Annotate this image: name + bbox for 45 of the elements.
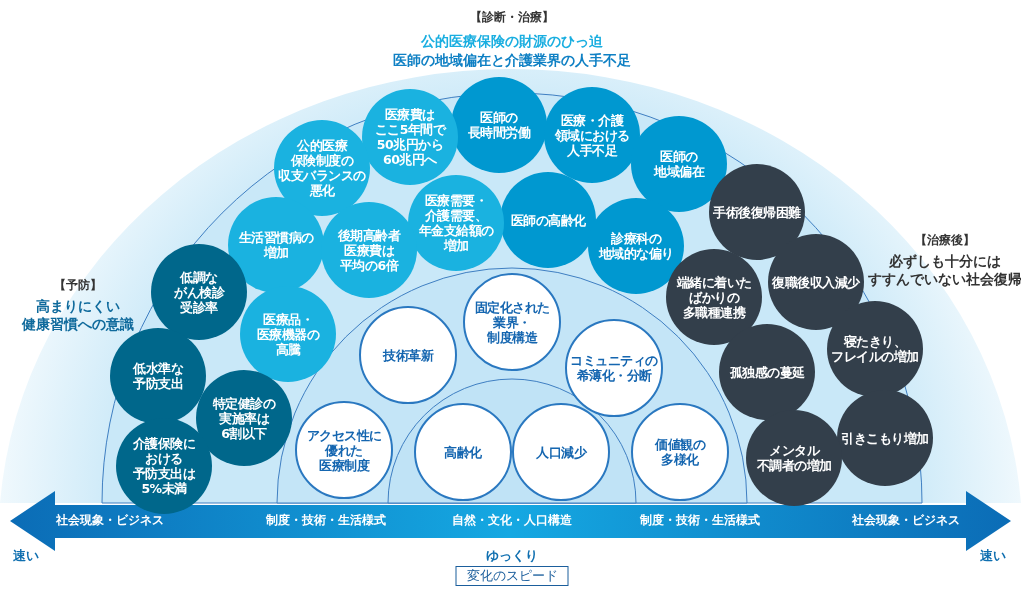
- axis-label: 制度・技術・生活様式: [640, 513, 760, 529]
- circle-text: 医療品・医療機器の高騰: [256, 311, 320, 357]
- circle-text: 高齢化: [444, 444, 482, 460]
- heading-text: 医師の地域偏在と介護業界の人手不足: [393, 51, 631, 70]
- caption-box: 変化のスピード: [455, 566, 569, 587]
- section-heading: 【治療後】: [915, 233, 975, 249]
- circle-text: 端緒に着いたばかりの多職種連携: [676, 274, 752, 320]
- axis-label: 自然・文化・人口構造: [452, 513, 572, 529]
- axis-label: 社会現象・ビジネス: [852, 513, 960, 529]
- heading-text: 公的医療保険の財源のひっ迫: [421, 32, 603, 51]
- circle-text: 復職後収入減少: [772, 274, 860, 290]
- circle-text: 医療費はここ5年間で50兆円から60兆円へ: [374, 107, 446, 167]
- circle-text: 孤独感の蔓延: [729, 364, 805, 380]
- circle-text: 低調ながん検診受診率: [174, 269, 224, 315]
- speed-label: 速い: [980, 548, 1006, 565]
- circle-text: 医師の地域偏在: [654, 149, 704, 179]
- circle-text: 技術革新: [383, 347, 433, 363]
- section-heading: 【予防】: [54, 278, 102, 294]
- circle-text: コミュニティの希薄化・分断: [570, 353, 658, 383]
- heading-text: 必ずしも十分にはすすんでいない社会復帰: [868, 252, 1021, 289]
- axis-label: 制度・技術・生活様式: [266, 513, 386, 529]
- circle-text: 人口減少: [536, 444, 586, 460]
- section-heading: 【診断・治療】: [470, 10, 554, 26]
- circle-text: 医師の長時間労働: [467, 110, 531, 140]
- axis-label: 社会現象・ビジネス: [56, 513, 164, 529]
- circle-text: 手術後復帰困難: [713, 204, 801, 220]
- circle-text: 介護保険における予防支出は5%未満: [132, 436, 196, 496]
- circle-text: 生活習慣病の増加: [238, 230, 314, 260]
- circle-text: アクセス性に優れた医療制度: [306, 427, 382, 473]
- circle-text: 特定健診の実施率は6割以下: [212, 395, 276, 441]
- circle-text: 診療科の地域的な偏り: [598, 231, 674, 261]
- circle-text: 寝たきり、フレイルの増加: [831, 334, 919, 364]
- circle-text: メンタル不調者の増加: [756, 443, 832, 473]
- circle-text: 固定化された業界・制度構造: [474, 299, 550, 345]
- circle-text: 後期高齢者医療費は平均の6倍: [337, 227, 401, 273]
- circle-text: 引きこもり増加: [841, 430, 929, 446]
- heading-text: 高まりにくい健康習慣への意識: [22, 297, 134, 334]
- speed-label: ゆっくり: [486, 548, 538, 565]
- circle-text: 公的医療保険制度の収支バランスの悪化: [278, 138, 366, 198]
- circle-text: 価値観の多様化: [655, 437, 705, 467]
- speed-label: 速い: [13, 548, 39, 565]
- circle-text: 医療需要・介護需要、年金支給額の増加: [418, 193, 494, 253]
- circle-text: 低水準な予防支出: [133, 361, 183, 391]
- circle-text: 医師の高齢化: [510, 212, 586, 228]
- circle-text: 医療・介護領域における人手不足: [554, 112, 630, 158]
